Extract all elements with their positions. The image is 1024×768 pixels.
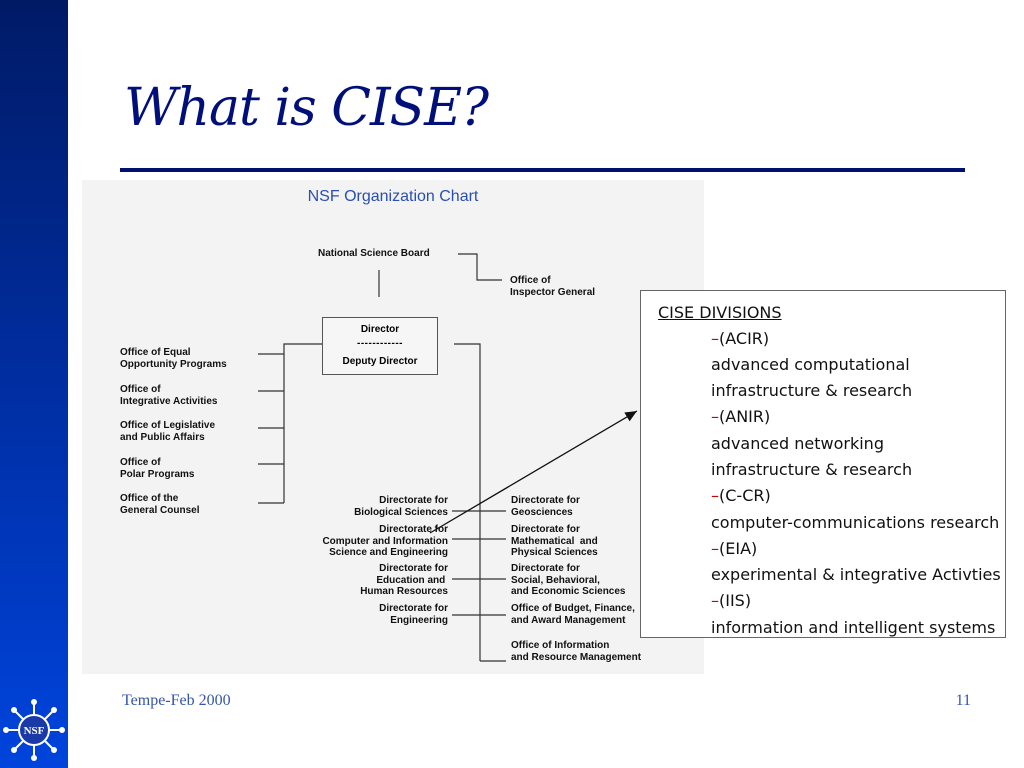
division-iis-desc: information and intelligent systems	[711, 618, 996, 637]
director-box: Director ------------ Deputy Director	[322, 317, 438, 375]
directorate-math-physical-sciences: Directorate for Mathematical and Physica…	[511, 524, 598, 558]
sidebar-band: NSF	[0, 0, 68, 768]
director-label: Director	[360, 324, 400, 335]
division-acir-desc-2: infrastructure & research	[711, 381, 913, 400]
division-anir-desc-2: infrastructure & research	[711, 460, 913, 479]
office-legislative-public-affairs: Office of Legislative and Public Affairs	[120, 420, 216, 443]
office-general-counsel: Office of the General Counsel	[120, 493, 200, 516]
office-equal-opportunity: Office of Equal Opportunity Programs	[120, 347, 227, 370]
footer-date: Tempe-Feb 2000	[122, 692, 231, 709]
org-chart: NSF Organization Chart Nat	[82, 180, 704, 674]
directorate-social-behavioral-economic: Directorate for Social, Behavioral, and …	[511, 563, 626, 597]
director-separator: ------------	[357, 338, 403, 349]
cise-divisions-heading: CISE DIVISIONS	[658, 303, 782, 322]
org-chart-title: NSF Organization Chart	[307, 188, 479, 205]
division-acir-code: –(ACIR)	[711, 329, 770, 348]
directorate-education-human-resources: Directorate for Education and Human Reso…	[360, 563, 448, 597]
office-information-resource-management: Office of Information and Resource Manag…	[511, 640, 642, 663]
division-acir-desc-1: advanced computational	[711, 355, 910, 374]
svg-text:NSF: NSF	[24, 725, 45, 737]
directorate-geosciences: Directorate for Geosciences	[511, 495, 580, 518]
division-eia-code: –(EIA)	[711, 539, 758, 558]
directorate-cise: Directorate for Computer and Information…	[322, 524, 448, 558]
office-budget-finance: Office of Budget, Finance, and Award Man…	[511, 603, 635, 626]
division-ccr-desc: computer-communications research	[711, 513, 1000, 532]
page-number: 11	[955, 692, 971, 709]
division-ccr-code: –(C-CR)	[711, 486, 771, 505]
org-chart-connectors	[258, 253, 506, 662]
directorate-biological-sciences: Directorate for Biological Sciences	[354, 495, 448, 518]
cise-divisions-box: CISE DIVISIONS –(ACIR) advanced computat…	[640, 290, 1006, 638]
office-inspector-general: Office of Inspector General	[510, 275, 596, 298]
nsf-logo-icon: NSF	[3, 699, 65, 761]
division-iis-code: –(IIS)	[711, 591, 752, 610]
directorate-engineering: Directorate for Engineering	[379, 603, 448, 626]
deputy-director-label: Deputy Director	[342, 356, 418, 367]
national-science-board: National Science Board	[318, 248, 430, 259]
slide-title: What is CISE?	[124, 78, 489, 138]
title-underline	[120, 168, 965, 172]
division-eia-desc: experimental & integrative Activties	[711, 565, 1001, 584]
division-anir-desc-1: advanced networking	[711, 434, 884, 453]
division-anir-code: –(ANIR)	[711, 407, 771, 426]
office-integrative-activities: Office of Integrative Activities	[120, 384, 218, 407]
office-polar-programs: Office of Polar Programs	[120, 457, 195, 480]
